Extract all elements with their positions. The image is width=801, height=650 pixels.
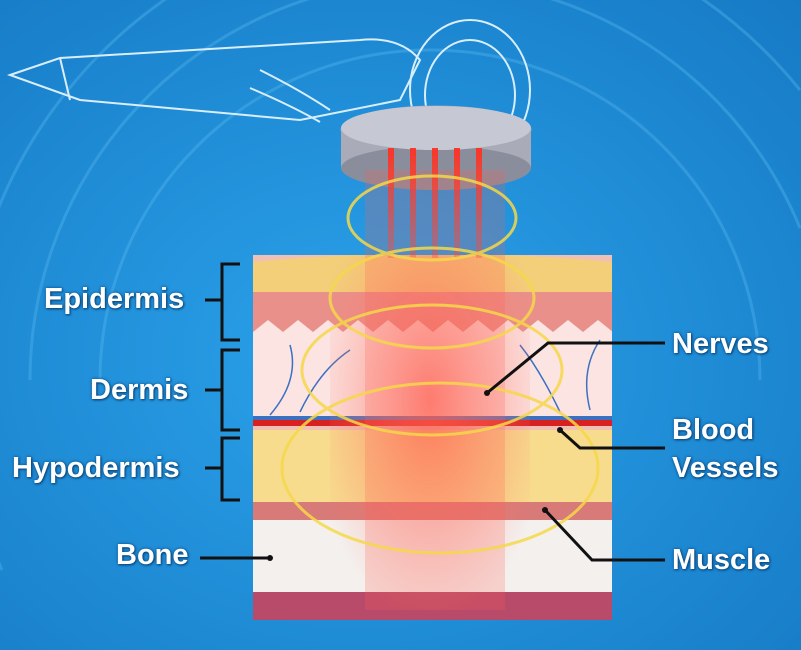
label-nerves: Nerves [672,328,769,360]
label-muscle: Muscle [672,544,771,576]
label-connectors [200,262,665,562]
light-beams [365,148,505,610]
label-bone: Bone [116,539,189,571]
label-epidermis: Epidermis [44,283,185,315]
label-vessels: Vessels [672,452,779,484]
background-arcs [0,0,801,571]
energy-rings [280,174,600,555]
label-blood: Blood [672,414,755,446]
label-hypodermis: Hypodermis [12,452,180,484]
label-dermis: Dermis [90,374,189,406]
skin-cross-section [253,255,612,620]
